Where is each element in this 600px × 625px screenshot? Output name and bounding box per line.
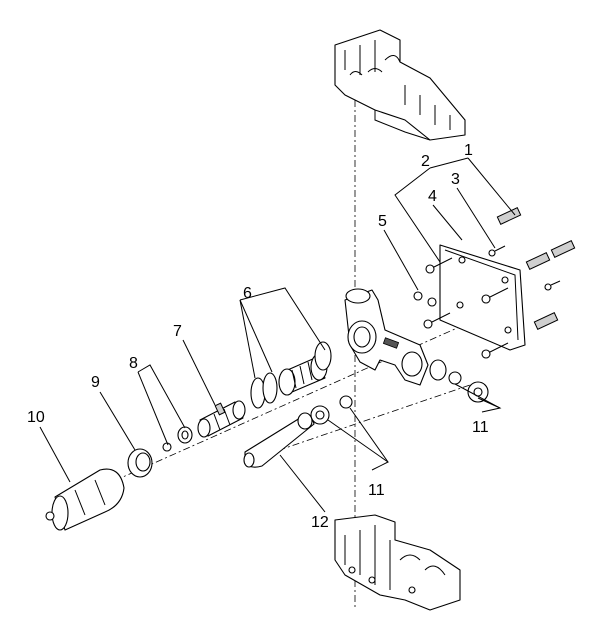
retaining-clip (162, 426, 193, 452)
callout-9: 9 (91, 374, 100, 391)
callout-7: 7 (173, 323, 182, 340)
o-ring-set (250, 341, 332, 409)
bottom-mounting-bracket (334, 514, 461, 611)
handle (45, 468, 125, 531)
washer (413, 291, 437, 307)
callout-4: 4 (428, 188, 437, 205)
top-mounting-bracket (334, 29, 466, 141)
callout-6: 6 (243, 285, 252, 302)
callout-2: 2 (421, 153, 430, 170)
callout-10: 10 (27, 409, 45, 426)
callout-5: 5 (378, 213, 387, 230)
leader-lines (39, 157, 516, 513)
valve-body (344, 288, 447, 386)
end-cap-lower (310, 395, 353, 425)
extension-sleeve (243, 412, 315, 468)
callout-11-lower: 11 (368, 482, 385, 499)
small-screw (488, 245, 561, 291)
callout-8: 8 (129, 355, 138, 372)
callout-11-right: 11 (472, 419, 489, 436)
assembly-axis-main (59, 299, 521, 506)
end-cap-right (448, 371, 489, 403)
valve-cartridge (197, 400, 246, 438)
trim-ring (127, 448, 153, 478)
screw (423, 257, 509, 359)
callout-1: 1 (464, 142, 473, 159)
callout-3: 3 (451, 171, 460, 188)
callout-12: 12 (311, 514, 329, 531)
wall-plug (496, 207, 576, 330)
